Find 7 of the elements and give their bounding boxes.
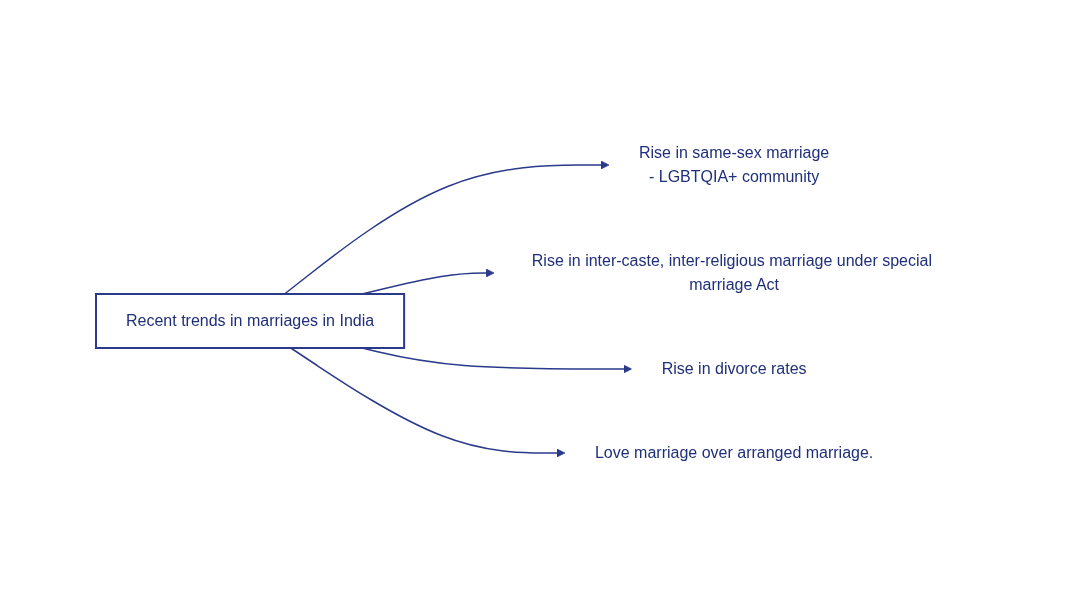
- node-text: Rise in inter-caste, inter-religious marriage under special marriage Act: [531, 251, 932, 293]
- arrow: [283, 160, 610, 295]
- node-text: Rise in same-sex marriage - LGBTQIA+ community: [638, 143, 830, 185]
- arrow: [289, 346, 566, 457]
- node-box: Recent trends in marriages in India: [94, 292, 406, 349]
- node-text: Love marriage over arranged marriage.: [594, 443, 874, 461]
- node-text: Rise in divorce rates: [661, 359, 807, 377]
